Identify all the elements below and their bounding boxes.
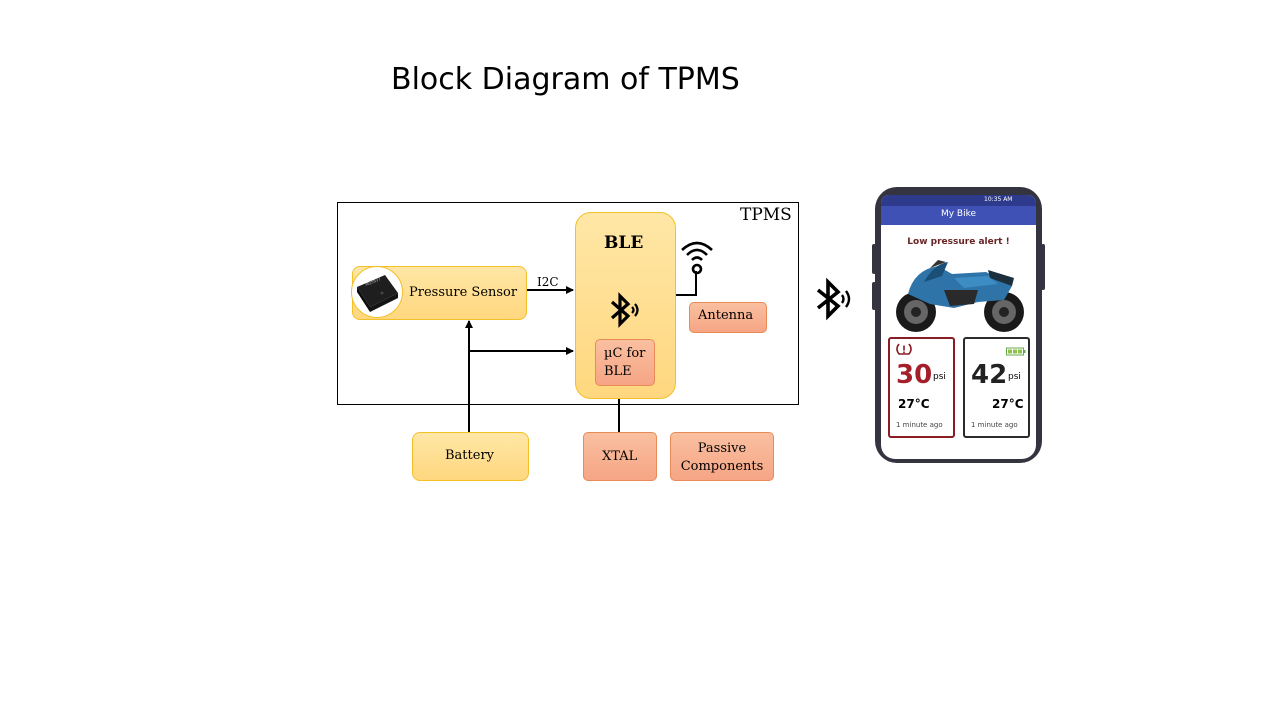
front-pressure-unit: psi: [933, 372, 946, 382]
passive-components-block: [670, 432, 774, 481]
rear-pressure-value: 42: [971, 360, 1008, 390]
rear-updated-time: 1 minute ago: [971, 421, 1018, 429]
battery-block: [412, 432, 529, 481]
battery-label: Battery: [445, 448, 495, 463]
rear-pressure-unit: psi: [1008, 372, 1021, 382]
app-bar: [881, 206, 1036, 225]
wireless-bluetooth-icon: [812, 277, 856, 326]
front-pressure-value: 30: [896, 360, 933, 390]
uc-label-line1: µC for: [604, 346, 646, 361]
antenna-wifi-icon: [679, 238, 715, 280]
tire-card-front: [888, 337, 955, 438]
front-temperature: 27°C: [898, 397, 930, 411]
xtal-label: XTAL: [602, 449, 638, 464]
phone-volume-button: [872, 244, 876, 274]
slide-title: Block Diagram of TPMS: [391, 62, 740, 97]
tpms-frame: [337, 202, 799, 405]
bluetooth-icon: [606, 292, 644, 334]
phone-status-bar: [881, 195, 1036, 206]
ble-to-antenna-line: [676, 271, 697, 296]
low-pressure-alert: Low pressure alert !: [907, 237, 1010, 247]
tire-pressure-warning-icon: [894, 342, 914, 361]
antenna-label: Antenna: [698, 308, 754, 323]
tire-card-rear: [963, 337, 1030, 438]
passive-components-label: Passive Components: [670, 440, 774, 476]
sensor-chip-image: MS5837: [351, 266, 403, 318]
uc-ble-label: µC for BLE: [604, 345, 645, 381]
i2c-label: I2C: [537, 275, 559, 289]
phone-power-button: [1041, 244, 1045, 290]
status-time: 10:35 AM: [984, 196, 1013, 203]
antenna-block: [689, 302, 767, 333]
xtal-block: [583, 432, 657, 481]
uc-ble-block: [595, 339, 655, 386]
passive-label-line1: Passive: [697, 441, 747, 456]
svg-text:MS5837: MS5837: [365, 276, 382, 287]
ble-label: BLE: [604, 233, 644, 253]
pressure-sensor-label: Pressure Sensor: [409, 285, 518, 300]
rear-temperature: 27°C: [992, 397, 1024, 411]
uc-label-line2: BLE: [604, 364, 632, 379]
motorcycle-image: [894, 256, 1026, 338]
front-updated-time: 1 minute ago: [896, 421, 943, 429]
passive-label-line2: Components: [680, 459, 764, 474]
tpms-frame-label: TPMS: [740, 205, 792, 225]
phone-volume-button-2: [872, 282, 876, 310]
app-title: My Bike: [940, 209, 977, 219]
battery-level-icon: [1006, 341, 1026, 360]
